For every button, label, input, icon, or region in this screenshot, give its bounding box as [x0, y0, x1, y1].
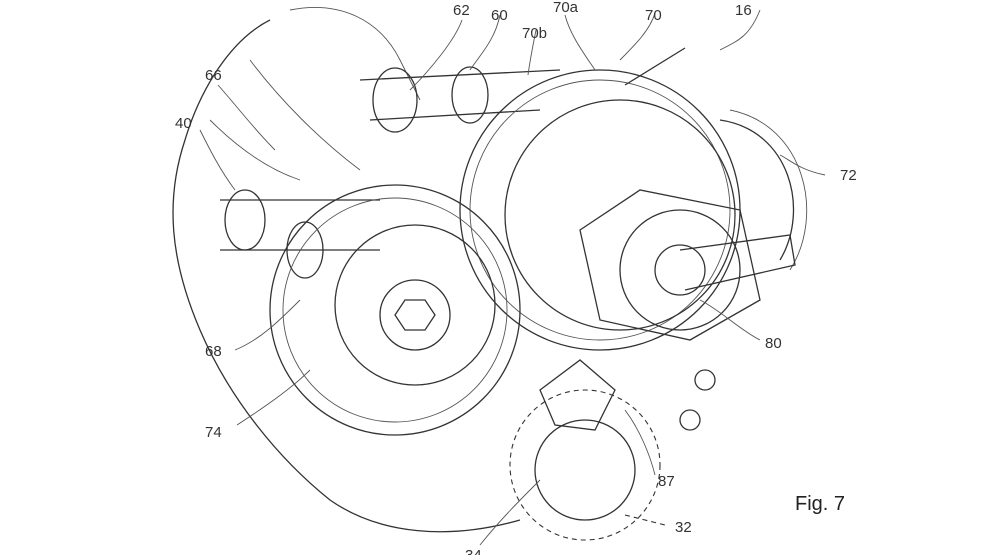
- gear-72: [719, 109, 808, 271]
- label-62: 62: [453, 2, 470, 19]
- camshaft-upper: [359, 66, 561, 133]
- leader-lines: [199, 9, 826, 546]
- gear-68: [269, 184, 521, 436]
- label-70a: 70a: [553, 0, 579, 16]
- label-70: 70: [645, 7, 662, 24]
- label-40: 40: [175, 115, 192, 132]
- label-87: 87: [658, 473, 675, 490]
- cylinder-head-outline: [209, 7, 421, 181]
- label-68: 68: [205, 343, 222, 360]
- actuator-80: [579, 189, 796, 341]
- label-72: 72: [840, 167, 857, 184]
- figure-caption: Fig. 7: [795, 493, 845, 515]
- label-16: 16: [735, 2, 752, 19]
- label-32: 32: [675, 519, 692, 536]
- label-66: 66: [205, 67, 222, 84]
- housing-outline: [172, 19, 521, 533]
- label-74: 74: [205, 424, 222, 441]
- label-70b: 70b: [522, 25, 547, 42]
- label-80: 80: [765, 335, 782, 352]
- label-60: 60: [491, 7, 508, 24]
- bolt: [679, 409, 701, 431]
- bolt: [694, 369, 716, 391]
- camshaft-lower: [220, 189, 380, 279]
- sprocket-32: [509, 359, 661, 541]
- label-34: 34: [465, 547, 482, 555]
